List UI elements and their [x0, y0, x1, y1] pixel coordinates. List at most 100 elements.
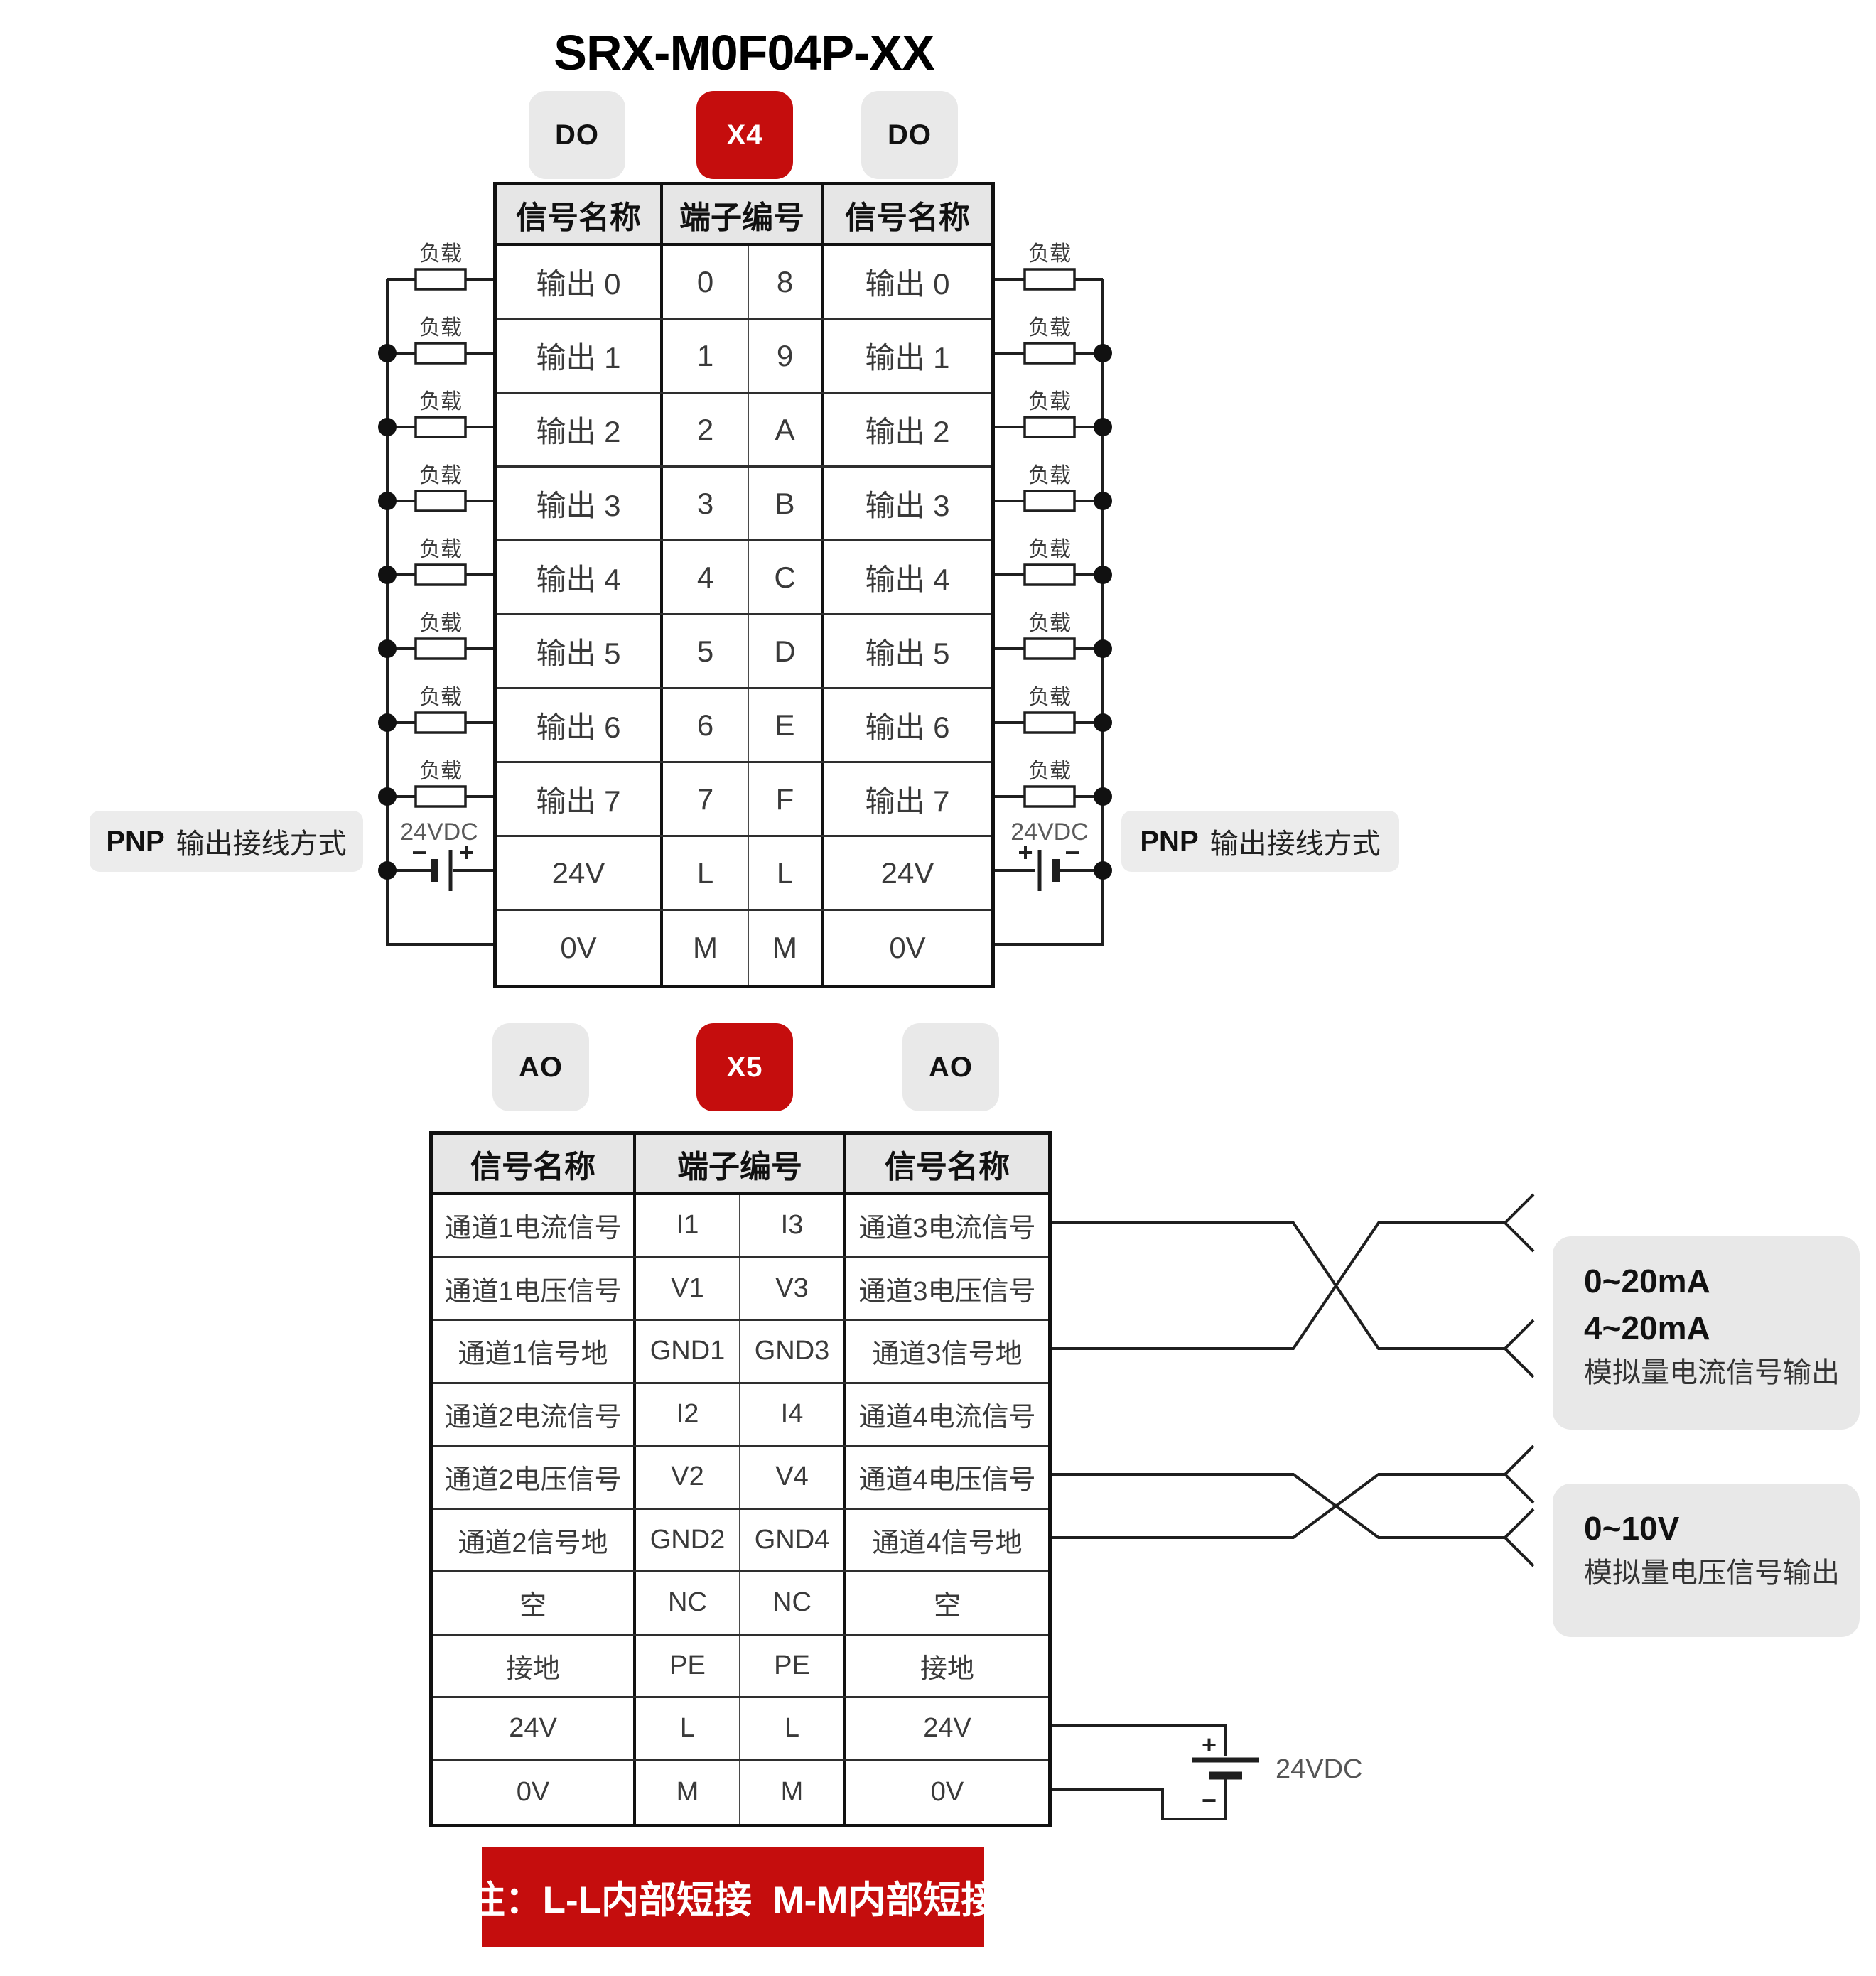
table-cell: 输出 1	[497, 320, 663, 392]
junction-dot	[1094, 418, 1112, 436]
column-header: 端子编号	[663, 185, 824, 243]
wire-continuation-chevron	[1503, 1319, 1535, 1378]
load-label: 负载	[419, 612, 462, 635]
load-resistor	[414, 563, 467, 586]
annotation-line: 模拟量电压信号输出	[1584, 1557, 1840, 1589]
table-cell: 1	[663, 320, 749, 392]
load-resistor	[414, 490, 467, 512]
load-resistor	[1023, 563, 1076, 586]
table-cell: 通道2电压信号	[433, 1447, 636, 1508]
table-cell: C	[749, 541, 824, 613]
table-cell: 2	[663, 394, 749, 465]
table-cell: 通道3信号地	[872, 1339, 1023, 1370]
junction-dot	[378, 787, 397, 806]
plus-sign: +	[1018, 838, 1033, 867]
table-cell: GND3	[740, 1321, 846, 1382]
table-cell: M	[749, 911, 824, 985]
table-cell: 4	[663, 541, 749, 613]
table-cell: GND1	[636, 1321, 740, 1382]
annotation-line: 0~20mA	[1584, 1263, 1710, 1300]
table-cell: 9	[749, 320, 824, 392]
table-cell: V3	[740, 1258, 846, 1319]
pnp-wiring-label-right: PNP 输出接线方式	[1121, 811, 1399, 872]
wire-continuation-chevron	[1503, 1193, 1535, 1253]
table-cell: 输出 0	[865, 267, 950, 301]
table-cell: 通道2电流信号	[433, 1383, 636, 1445]
table-cell: 输出 3	[497, 468, 663, 539]
table-cell: L	[749, 837, 824, 909]
table-cell: PE	[636, 1635, 740, 1696]
wire-continuation-chevron	[1503, 1508, 1535, 1567]
table-cell: 输出 5	[497, 615, 663, 687]
load-label: 负载	[419, 760, 462, 783]
table-cell: 输出 0	[497, 246, 663, 318]
voltage-output-annotation: 0~10V 模拟量电压信号输出	[1553, 1484, 1860, 1637]
minus-sign: −	[1064, 838, 1079, 867]
junction-dot	[378, 492, 397, 510]
junction-dot	[378, 861, 397, 880]
table-cell: 5	[663, 615, 749, 687]
column-header: 端子编号	[636, 1135, 846, 1192]
table-cell: 空	[933, 1591, 961, 1621]
table-cell: 0	[663, 246, 749, 318]
table-cell: L	[663, 837, 749, 909]
current-output-pair	[1047, 1193, 1535, 1378]
load-resistor	[1023, 637, 1076, 660]
table-cell: 24V	[433, 1698, 636, 1759]
junction-dot	[378, 639, 397, 658]
junction-dot	[378, 418, 397, 436]
junction-dot	[1094, 639, 1112, 658]
table-cell: NC	[740, 1572, 846, 1634]
table-cell: I2	[636, 1383, 740, 1445]
right-bus: + − 24VDC	[995, 279, 1104, 946]
table-cell: 24V	[497, 837, 663, 909]
table-cell: 通道1信号地	[433, 1321, 636, 1382]
junction-dot	[378, 344, 397, 362]
column-header: 信号名称	[497, 185, 663, 243]
table-cell: 输出 5	[865, 637, 950, 670]
junction-dot	[1094, 713, 1112, 732]
table-cell: 空	[433, 1572, 636, 1634]
table-cell: M	[740, 1761, 846, 1824]
load-label: 负载	[1028, 242, 1071, 266]
load-resistor	[414, 342, 467, 365]
table-cell: 输出 1	[865, 341, 950, 374]
table-cell: 0V	[497, 911, 663, 985]
load-resistor	[414, 711, 467, 734]
plus-sign: +	[458, 838, 473, 867]
load-label: 负载	[419, 686, 462, 709]
table-cell: V2	[636, 1447, 740, 1508]
table-cell: V4	[740, 1447, 846, 1508]
junction-dot	[1094, 787, 1112, 806]
table-cell: A	[749, 394, 824, 465]
table-cell: E	[749, 689, 824, 761]
load-label: 负载	[1028, 760, 1071, 783]
badge-connector-x4: X4	[696, 91, 793, 179]
load-resistor	[414, 785, 467, 808]
column-header: 信号名称	[433, 1135, 636, 1192]
table-cell: 通道2信号地	[433, 1509, 636, 1570]
table-header-row: 信号名称 端子编号 信号名称	[433, 1135, 1048, 1195]
table-cell: L	[636, 1698, 740, 1759]
junction-dot	[1094, 492, 1112, 510]
junction-dot	[1094, 566, 1112, 584]
junction-dot	[378, 713, 397, 732]
minus-sign: −	[411, 838, 426, 867]
table-cell: I1	[636, 1195, 740, 1256]
table-cell: 输出 2	[865, 415, 950, 448]
table-cell: 通道4信号地	[872, 1528, 1023, 1558]
voltage-output-pair	[1047, 1445, 1535, 1567]
